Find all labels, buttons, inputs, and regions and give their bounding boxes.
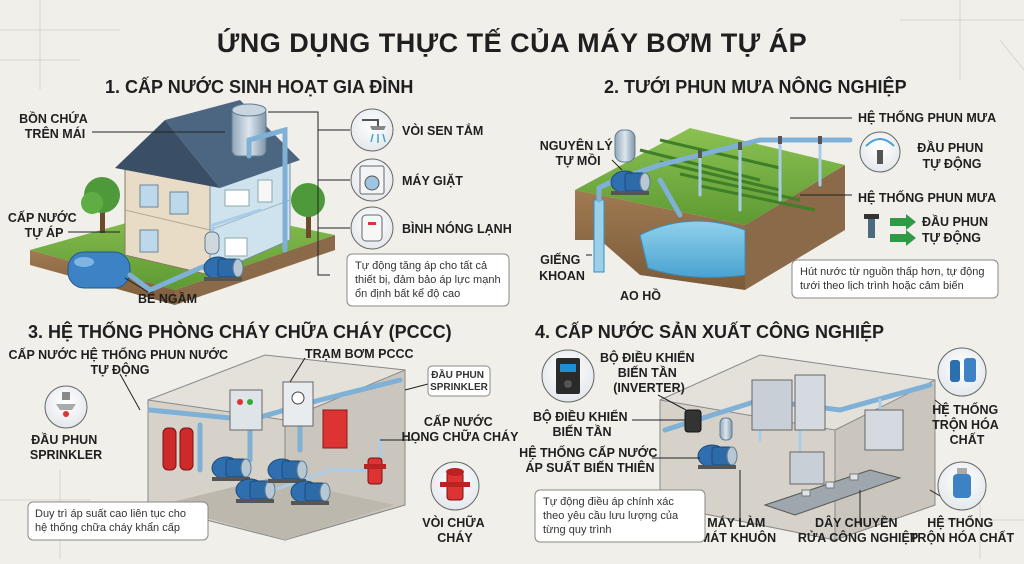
note-box xyxy=(27,501,209,541)
label-hydrant: VÒI CHỮA CHÁY xyxy=(422,515,487,545)
label-chem-mix-2: HỆ THỐNG TRỘN HÓA CHẤT xyxy=(910,515,1015,545)
note-box xyxy=(534,489,706,543)
roof-tank-illustration xyxy=(231,103,267,157)
machine-illustration xyxy=(751,374,904,485)
sprinkler-icon xyxy=(44,385,88,429)
label-spray-system-1: HỆ THỐNG PHUN MƯA xyxy=(858,110,996,125)
inverter-small-icon xyxy=(684,409,702,433)
tree-icon xyxy=(81,177,120,233)
label-well: GIẾNG KHOAN xyxy=(539,252,585,283)
label-spray-system-2: HỆ THỐNG PHUN MƯA xyxy=(858,190,996,205)
inverter-icon xyxy=(541,349,595,403)
label-underground-tank: BỂ NGẦM xyxy=(138,291,197,306)
section-household: 1. CẤP NƯỚC SINH HOẠT GIA ĐÌNH xyxy=(8,76,512,307)
label-variable-pressure: HỆ THỐNG CẤP NƯỚC ÁP SUẤT BIẾN THIÊN xyxy=(519,445,661,475)
label-inverter-ctrl-2: BỘ ĐIỀU KHIỂN BIẾN TẦN xyxy=(533,409,631,439)
section-heading: 3. HỆ THỐNG PHÒNG CHÁY CHỮA CHÁY (PCCC) xyxy=(28,321,452,342)
chemical-tank-icon xyxy=(937,347,987,397)
section-heading: 2. TƯỚI PHUN MƯA NÔNG NGHIỆP xyxy=(604,76,907,97)
note-text: Duy trì áp suất cao liên tục cho hệ thốn… xyxy=(35,508,189,534)
pipe xyxy=(657,177,683,218)
washing-machine-icon xyxy=(350,158,394,202)
label-inverter-ctrl: BỘ ĐIỀU KHIỂN BIẾN TẦN (INVERTER) xyxy=(600,350,698,395)
label-shower: VÒI SEN TẮM xyxy=(402,123,483,138)
label-self-priming: NGUYÊN LÝ TỰ MỒI xyxy=(540,138,616,168)
arrow-icon xyxy=(890,214,916,246)
section-agriculture: 2. TƯỚI PHUN MƯA NÔNG NGHIỆP xyxy=(539,76,999,303)
fire-hose-cabinet-icon xyxy=(322,409,348,449)
nozzle-icon xyxy=(859,131,901,173)
note-text: Tự động điều áp chính xác theo yêu cầu l… xyxy=(543,496,681,536)
section-heading: 1. CẤP NƯỚC SINH HOẠT GIA ĐÌNH xyxy=(105,76,413,97)
underground-tank-illustration xyxy=(67,251,131,289)
pond-illustration xyxy=(639,220,746,278)
label-auto-spray-supply: CẤP NƯỚC HỆ THỐNG PHUN NƯỚC TỰ ĐỘNG xyxy=(8,347,231,377)
conveyor-icon xyxy=(763,469,902,516)
fire-extinguisher-icon xyxy=(162,427,194,471)
tree-icon xyxy=(291,183,325,238)
note-text: Hút nước từ nguồn thấp hơn, tự động tưới… xyxy=(800,266,988,292)
pump-with-tank-illustration xyxy=(610,129,651,196)
label-tank-roof: BỒN CHỨA TRÊN MÁI xyxy=(19,111,91,141)
fire-hydrant-icon xyxy=(430,461,480,511)
label-hydrant-supply: CẤP NƯỚC HỌNG CHỮA CHÁY xyxy=(402,414,520,444)
svg-text:ĐẦU PHUN SPRINKLER: ĐẦU PHUN SPRINKLER xyxy=(430,368,489,393)
booster-pump-illustration xyxy=(203,231,244,282)
control-panel-icon xyxy=(229,381,314,431)
label-heater: BÌNH NÓNG LẠNH xyxy=(402,221,512,236)
section-fire-protection: 3. HỆ THỐNG PHÒNG CHÁY CHỮA CHÁY (PCCC) xyxy=(8,321,519,545)
label-wash-line: DÂY CHUYỀN RỬA CÔNG NGHIỆP xyxy=(798,515,918,545)
label-mold-cooling: MÁY LÀM MÁT KHUÔN xyxy=(700,515,776,545)
label-pond: AO HỒ xyxy=(620,288,661,303)
hydrant-icon xyxy=(364,457,386,485)
note-box xyxy=(346,253,510,307)
section-industrial: 4. CẤP NƯỚC SẢN XUẤT CÔNG NGHIỆP xyxy=(519,321,1014,545)
chemical-tank-icon xyxy=(937,461,987,511)
section-heading: 4. CẤP NƯỚC SẢN XUẤT CÔNG NGHIỆP xyxy=(535,321,884,342)
label-auto-nozzle-2: ĐẦU PHUN TỰ ĐỘNG xyxy=(922,214,991,245)
label-chem-mix-1: HỆ THỐNG TRỘN HÓA CHẤT xyxy=(932,402,1002,447)
page-title: ỨNG DỤNG THỰC TẾ CỦA MÁY BƠM TỰ ÁP xyxy=(217,26,807,58)
pipe xyxy=(246,126,288,253)
shower-icon xyxy=(350,108,394,152)
label-sprinkler-head: ĐẦU PHUN SPRINKLER xyxy=(30,432,102,462)
sprinkler-tag xyxy=(427,365,491,397)
note-text: Tự động tăng áp cho tất cả thiết bị, đảm… xyxy=(355,260,504,300)
label-auto-nozzle-1: ĐẦU PHUN TỰ ĐỘNG xyxy=(917,140,986,171)
water-heater-icon xyxy=(350,206,394,250)
nozzle-icon xyxy=(864,214,879,238)
label-pump-station: TRẠM BƠM PCCC xyxy=(305,347,414,361)
well-illustration xyxy=(593,199,605,273)
label-washer: MÁY GIẶT xyxy=(402,173,463,188)
sprinkler-heads xyxy=(698,136,822,158)
label-auto-supply: CẤP NƯỚC TỰ ÁP xyxy=(8,210,80,240)
note-box xyxy=(791,259,999,299)
